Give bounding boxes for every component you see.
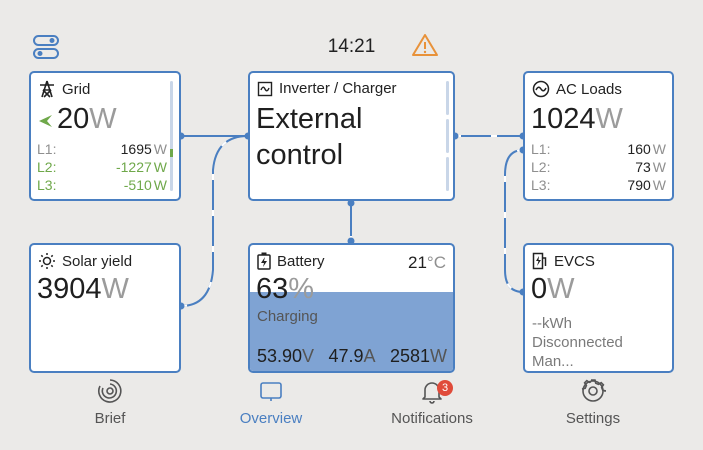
evcs-card[interactable]: EVCS 0W --kWh Disconnected Man... [523,243,674,373]
grid-scroll-indicator [170,81,173,191]
sun-icon [39,253,55,269]
inverter-title: Inverter / Charger [279,80,397,97]
inverter-state-line1: External [256,103,363,135]
battery-charging-icon [257,252,271,270]
solar-power-unit: W [101,273,129,305]
solar-title: Solar yield [62,252,133,270]
battery-soc: 63% [256,273,314,306]
solar-power: 3904W [37,273,129,306]
battery-title: Battery [277,252,325,270]
battery-card[interactable]: Battery 21°C 63% Charging 53.90V 47.9A 2… [248,243,455,373]
grid-phase-bar [170,149,173,157]
ac-loads-power: 1024W [531,103,623,136]
nav-settings-label: Settings [565,410,621,427]
solar-card-header: Solar yield [38,252,132,270]
grid-title: Grid [62,80,91,98]
nav-brief-label: Brief [94,410,126,427]
inverter-card-header: Inverter / Charger [257,80,397,97]
solar-power-value: 3904 [37,273,102,305]
arrow-left-icon [37,104,53,137]
ac-loads-title: AC Loads [556,80,622,98]
evcs-title: EVCS [554,252,595,270]
ac-loads-card-header: AC Loads [532,80,622,98]
battery-soc-fill [250,292,453,371]
grid-power-unit: W [89,103,117,135]
nav-settings[interactable]: Settings [528,378,658,427]
grid-card-header: Grid [38,80,90,98]
evcs-status: Disconnected [532,334,623,351]
ev-charger-icon [532,252,547,270]
battery-current: 47.9A [328,346,376,366]
battery-card-header: Battery [257,252,325,270]
battery-readings: 53.90V 47.9A 2581W [257,346,447,367]
notifications-count-badge: 3 [437,380,453,396]
battery-soc-value: 63 [256,273,289,305]
evcs-energy: --kWh [532,315,572,332]
overview-icon [260,382,282,401]
ac-wave-icon [532,80,550,98]
ac-loads-power-unit: W [595,103,623,135]
inverter-state-line2: control [256,139,344,171]
warning-icon[interactable] [411,32,439,58]
solar-yield-card[interactable]: Solar yield 3904W [29,243,181,373]
evcs-card-header: EVCS [532,252,595,270]
evcs-power-value: 0 [531,273,548,305]
brief-icon [98,379,122,403]
inverter-scroll-indicator-3 [446,157,449,191]
nav-notifications[interactable]: 3 Notifications [367,378,497,427]
evcs-details: --kWh Disconnected Man... [532,314,623,371]
battery-temperature: 21°C [408,253,446,272]
battery-state: Charging [257,308,318,325]
toggles-icon[interactable] [32,34,60,60]
inverter-scroll-indicator-1 [446,81,449,115]
grid-power: 20W [37,103,117,137]
battery-soc-unit: % [288,273,315,305]
evcs-mode: Man... [532,353,574,370]
battery-voltage: 53.90V [257,346,315,366]
evcs-power-unit: W [547,273,575,305]
clock-time: 14:21 [327,36,376,57]
battery-power: 2581W [389,346,447,366]
nav-overview[interactable]: Overview [206,378,336,427]
inverter-icon [257,81,273,96]
nav-brief[interactable]: Brief [45,378,175,427]
power-pylon-icon [40,80,54,98]
inverter-scroll-indicator-2 [446,119,449,153]
gear-icon [581,379,606,402]
ac-loads-power-value: 1024 [531,103,596,135]
evcs-power: 0W [531,273,575,306]
nav-notifications-label: Notifications [391,410,473,427]
inverter-state: External control [256,101,362,173]
grid-power-value: 20 [57,103,90,135]
nav-overview-label: Overview [239,410,303,427]
inverter-charger-card[interactable]: Inverter / Charger External control [248,71,455,201]
bell-icon [422,382,442,404]
